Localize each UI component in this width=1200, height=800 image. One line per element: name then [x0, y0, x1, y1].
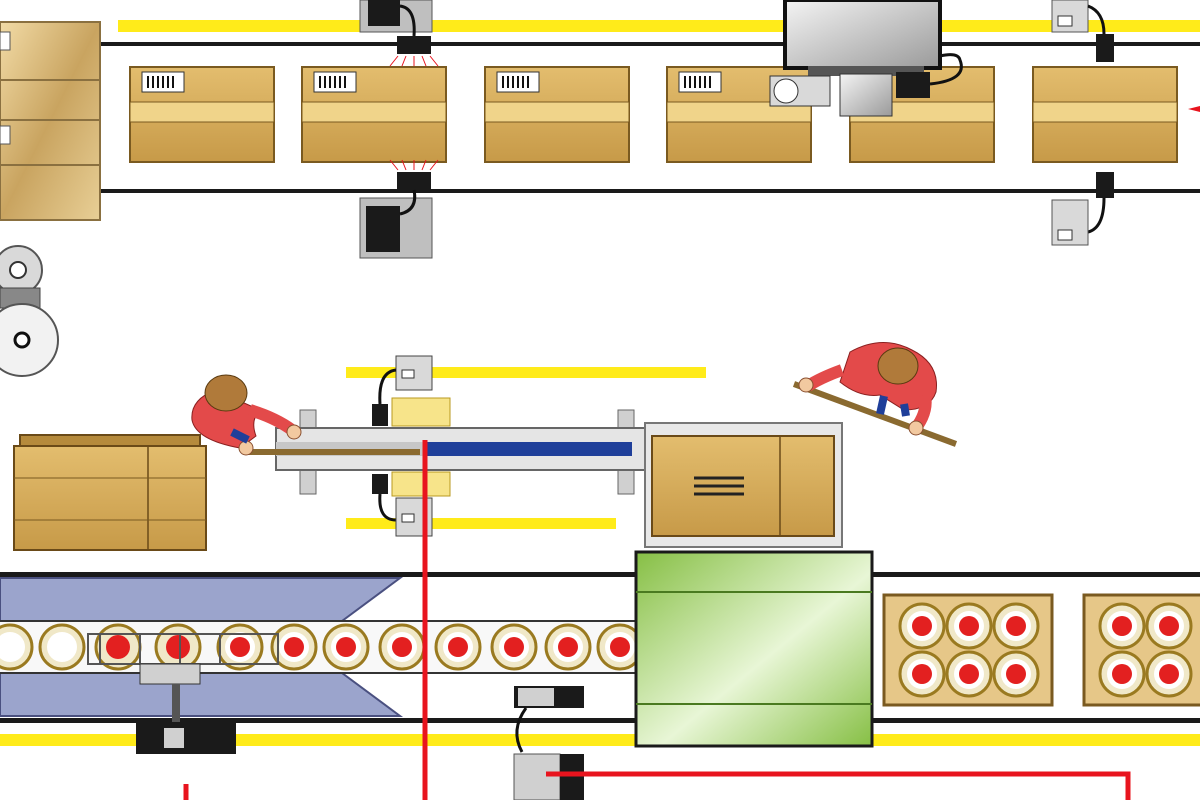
can-tray [882, 593, 1054, 707]
worker-icon [204, 374, 248, 412]
box-on-platform [644, 422, 843, 548]
pallet-stack [0, 21, 101, 221]
bottom-conveyor [0, 550, 1200, 800]
worker-left [191, 374, 420, 456]
controller-icon [136, 722, 236, 754]
inspection-bracket [87, 633, 279, 754]
top-conveyor-rail-upper [95, 42, 1200, 46]
safety-stripe-bottom [0, 734, 1200, 746]
scanner-bottom [359, 159, 439, 259]
middle-station [13, 341, 958, 551]
top-conveyor [0, 0, 1200, 259]
label-applicator-icon [783, 0, 942, 70]
controller-icon [513, 753, 561, 800]
label-applicator [769, 0, 963, 117]
wiring [183, 440, 1131, 800]
cardboard-box [484, 66, 630, 163]
can-tray [1082, 593, 1200, 707]
flat-box-stack [13, 434, 207, 551]
sensor-unit [513, 686, 584, 800]
worker-icon [877, 347, 919, 385]
cardboard-box [301, 66, 447, 163]
cardboard-box-icon [13, 445, 207, 551]
worker-right [792, 341, 958, 447]
cardboard-box [129, 66, 275, 163]
bottom-conveyor-rail-upper [0, 572, 1200, 577]
case-sealer-icon [634, 550, 874, 748]
cardboard-box [1032, 66, 1178, 163]
scanner-right-top [1051, 0, 1114, 62]
safety-stripe-mid-lower [346, 518, 616, 529]
scanner-right-bottom [1051, 172, 1114, 246]
print-station [275, 355, 649, 537]
top-conveyor-belt [95, 44, 1200, 194]
safety-stripe-mid-upper [346, 367, 706, 378]
top-conveyor-rail-lower [95, 189, 1200, 193]
safety-stripe-top [118, 20, 1200, 32]
direction-arrow-icon [1188, 106, 1200, 112]
label-reel-unit [0, 245, 59, 377]
case-sealer [634, 550, 874, 748]
bottom-conveyor-rail-lower [0, 718, 1200, 723]
can-row [0, 623, 644, 671]
wire [546, 771, 1131, 800]
scanner-top [359, 0, 439, 67]
